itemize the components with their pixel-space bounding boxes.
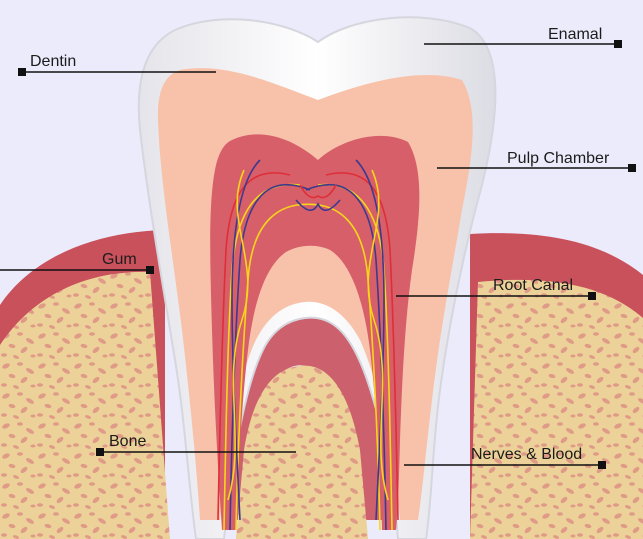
label-nerves-blood: Nerves & Blood	[471, 446, 582, 464]
root-canal-marker	[588, 292, 596, 300]
dentin-marker	[18, 68, 26, 76]
pulp-chamber-marker	[628, 164, 636, 172]
label-root-canal: Root Canal	[493, 277, 573, 295]
label-enamal: Enamal	[548, 26, 602, 44]
bone-marker	[96, 448, 104, 456]
nerves-blood-marker	[598, 461, 606, 469]
label-dentin: Dentin	[30, 53, 76, 71]
gum-marker	[146, 266, 154, 274]
label-pulp-chamber: Pulp Chamber	[507, 150, 609, 168]
label-bone: Bone	[109, 433, 146, 451]
enamal-marker	[614, 40, 622, 48]
label-gum: Gum	[102, 251, 137, 269]
